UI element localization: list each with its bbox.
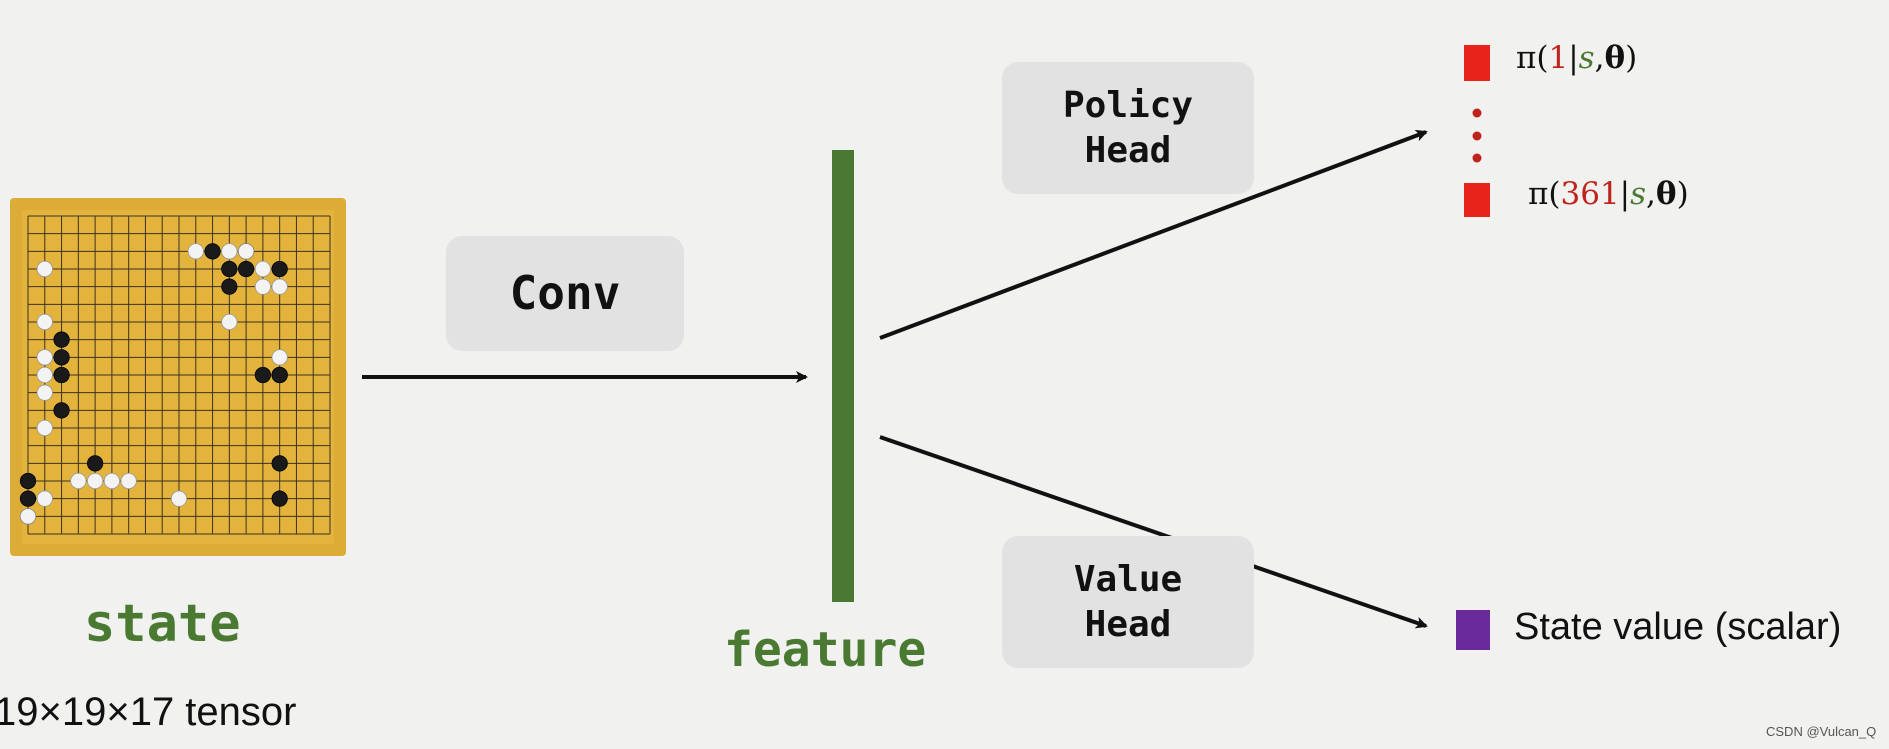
theta-symbol: θ: [1655, 176, 1677, 212]
feature-bar: [832, 150, 854, 602]
black-stone: [221, 278, 238, 295]
conv-label: Conv: [509, 265, 621, 320]
black-stone: [204, 243, 221, 260]
action-index: 1: [1548, 40, 1569, 76]
white-stone: [170, 490, 188, 507]
value-head-line2: Head: [1084, 604, 1172, 645]
white-stone: [19, 508, 37, 525]
black-stone: [53, 349, 70, 366]
white-stone: [103, 472, 121, 490]
white-stone: [254, 278, 272, 295]
white-stone: [36, 349, 53, 366]
feature-label: feature: [724, 622, 927, 678]
policy-square-last: [1464, 183, 1490, 217]
close-paren: ): [1625, 40, 1638, 76]
policy-head-line1: Policy: [1062, 85, 1194, 126]
policy-output-last: π(361|s,θ): [1528, 176, 1689, 212]
black-stone: [19, 490, 37, 507]
white-stone: [70, 472, 87, 490]
black-stone: [86, 455, 104, 472]
ellipsis-dot: [1472, 131, 1482, 141]
black-stone: [237, 260, 255, 278]
arrow-feature-to-policy: [879, 129, 1428, 340]
black-stone: [254, 366, 272, 384]
white-stone: [120, 472, 137, 490]
white-stone: [221, 313, 238, 331]
white-stone: [36, 384, 53, 401]
arrow-feature-to-value: [879, 435, 1428, 629]
ellipsis-dot: [1472, 108, 1482, 118]
theta-symbol: θ: [1604, 40, 1626, 76]
state-symbol: s: [1630, 176, 1647, 212]
given-bar: |: [1619, 176, 1631, 212]
given-bar: |: [1568, 40, 1579, 76]
white-stone: [36, 260, 53, 278]
white-stone: [36, 313, 53, 331]
pi-symbol: π(: [1528, 176, 1561, 212]
white-stone: [187, 243, 204, 260]
action-index: 361: [1560, 176, 1620, 212]
black-stone: [271, 490, 288, 507]
black-stone: [221, 260, 238, 278]
black-stone: [53, 331, 70, 348]
white-stone: [36, 419, 53, 437]
value-square: [1456, 610, 1490, 650]
white-stone: [36, 490, 53, 507]
white-stone: [237, 243, 255, 260]
policy-square-first: [1464, 45, 1490, 81]
white-stone: [221, 243, 238, 260]
pi-symbol: π(: [1516, 40, 1549, 76]
black-stone: [271, 366, 288, 384]
state-dim-label: 19×19×17 tensor: [0, 690, 297, 734]
black-stone: [53, 402, 70, 419]
white-stone: [86, 472, 104, 490]
black-stone: [53, 366, 70, 384]
go-board: [10, 198, 346, 556]
black-stone: [271, 260, 288, 278]
comma: ,: [1646, 176, 1656, 212]
state-label: state: [84, 594, 241, 654]
policy-head-line2: Head: [1084, 130, 1172, 171]
white-stone: [271, 349, 288, 366]
white-stone: [36, 366, 53, 384]
state-symbol: s: [1578, 40, 1595, 76]
value-head-line1: Value: [1073, 559, 1183, 600]
close-paren: ): [1676, 176, 1689, 212]
black-stone: [19, 472, 37, 490]
watermark: CSDN @Vulcan_Q: [1766, 724, 1877, 739]
ellipsis-dot: [1472, 153, 1482, 163]
policy-head-box: Policy Head: [1002, 62, 1254, 194]
comma: ,: [1594, 40, 1605, 76]
white-stone: [254, 260, 272, 278]
white-stone: [271, 278, 288, 295]
value-head-box: Value Head: [1002, 536, 1254, 668]
state-value-label: State value (scalar): [1514, 606, 1842, 648]
conv-box: Conv: [446, 236, 684, 351]
black-stone: [271, 455, 288, 472]
policy-output-first: π(1|s,θ): [1516, 40, 1637, 76]
